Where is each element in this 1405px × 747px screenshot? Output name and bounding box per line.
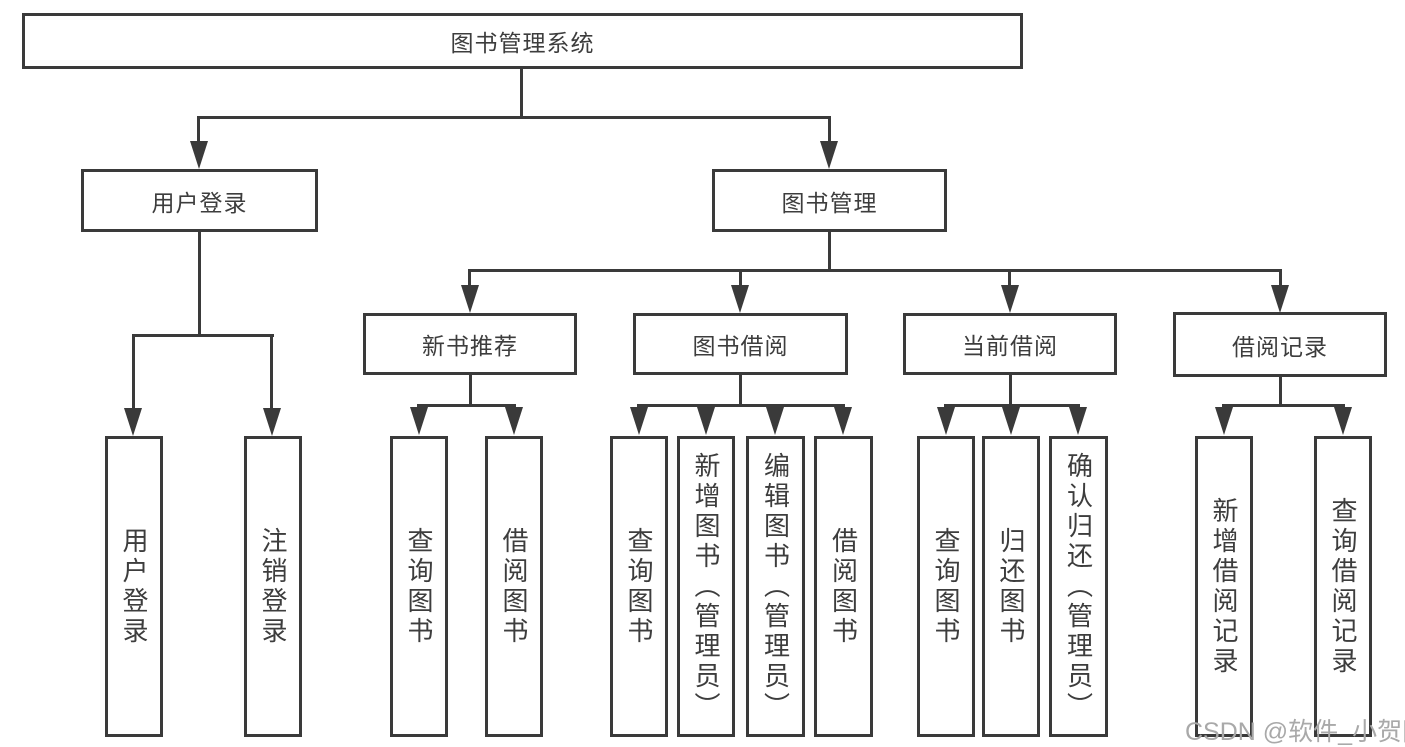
connector: [637, 404, 845, 407]
arrowhead-icon: [697, 407, 715, 435]
arrowhead-icon: [1334, 407, 1352, 435]
leaf-borrow-query: 查询图书: [610, 436, 668, 737]
node-borrow-record: 借阅记录: [1173, 312, 1387, 377]
arrowhead-icon: [190, 141, 208, 169]
node-book-management: 图书管理: [712, 169, 947, 232]
connector: [1222, 404, 1345, 407]
arrowhead-icon: [1001, 285, 1019, 313]
connector: [270, 334, 273, 410]
leaf-newbook-borrow: 借阅图书: [485, 436, 543, 737]
connector: [520, 69, 523, 118]
leaf-record-query: 查询借阅记录: [1314, 436, 1372, 737]
connector: [197, 116, 831, 119]
leaf-borrow-add-admin: 新增图书（管理员）: [677, 436, 735, 737]
arrowhead-icon: [410, 407, 428, 435]
connector: [1279, 377, 1282, 406]
connector: [417, 404, 516, 407]
connector: [1279, 269, 1282, 287]
leaf-user-login: 用户登录: [105, 436, 163, 737]
connector: [468, 269, 1282, 272]
arrowhead-icon: [461, 285, 479, 313]
connector: [1008, 269, 1011, 287]
connector: [132, 334, 274, 337]
connector: [468, 269, 471, 287]
leaf-current-query: 查询图书: [917, 436, 975, 737]
leaf-user-logout: 注销登录: [244, 436, 302, 737]
arrowhead-icon: [820, 141, 838, 169]
leaf-borrow-edit-admin: 编辑图书（管理员）: [746, 436, 805, 737]
leaf-record-add: 新增借阅记录: [1195, 436, 1253, 737]
arrowhead-icon: [263, 408, 281, 436]
arrowhead-icon: [1069, 407, 1087, 435]
connector: [739, 269, 742, 287]
node-new-book-recommend: 新书推荐: [363, 313, 577, 375]
connector: [1009, 375, 1012, 406]
node-current-borrow: 当前借阅: [903, 313, 1117, 375]
leaf-current-return: 归还图书: [982, 436, 1040, 737]
node-root: 图书管理系统: [22, 13, 1023, 69]
connector: [739, 375, 742, 406]
arrowhead-icon: [1215, 407, 1233, 435]
connector: [198, 232, 201, 337]
arrowhead-icon: [630, 407, 648, 435]
arrowhead-icon: [834, 407, 852, 435]
arrowhead-icon: [124, 408, 142, 436]
leaf-borrow-book: 借阅图书: [814, 436, 873, 737]
arrowhead-icon: [731, 285, 749, 313]
arrowhead-icon: [505, 407, 523, 435]
connector: [197, 116, 200, 144]
leaf-current-confirm-admin: 确认归还（管理员）: [1049, 436, 1108, 737]
connector: [828, 232, 831, 272]
arrowhead-icon: [1002, 407, 1020, 435]
connector: [828, 116, 831, 144]
arrowhead-icon: [766, 407, 784, 435]
node-book-borrow: 图书借阅: [633, 313, 848, 375]
arrowhead-icon: [1271, 285, 1289, 313]
connector: [132, 334, 135, 410]
connector: [469, 375, 472, 406]
csdn-watermark: CSDN @软件_小贺同学: [1185, 718, 1405, 746]
arrowhead-icon: [937, 407, 955, 435]
leaf-newbook-query: 查询图书: [390, 436, 448, 737]
connector: [944, 404, 1080, 407]
node-user-login: 用户登录: [81, 169, 318, 232]
